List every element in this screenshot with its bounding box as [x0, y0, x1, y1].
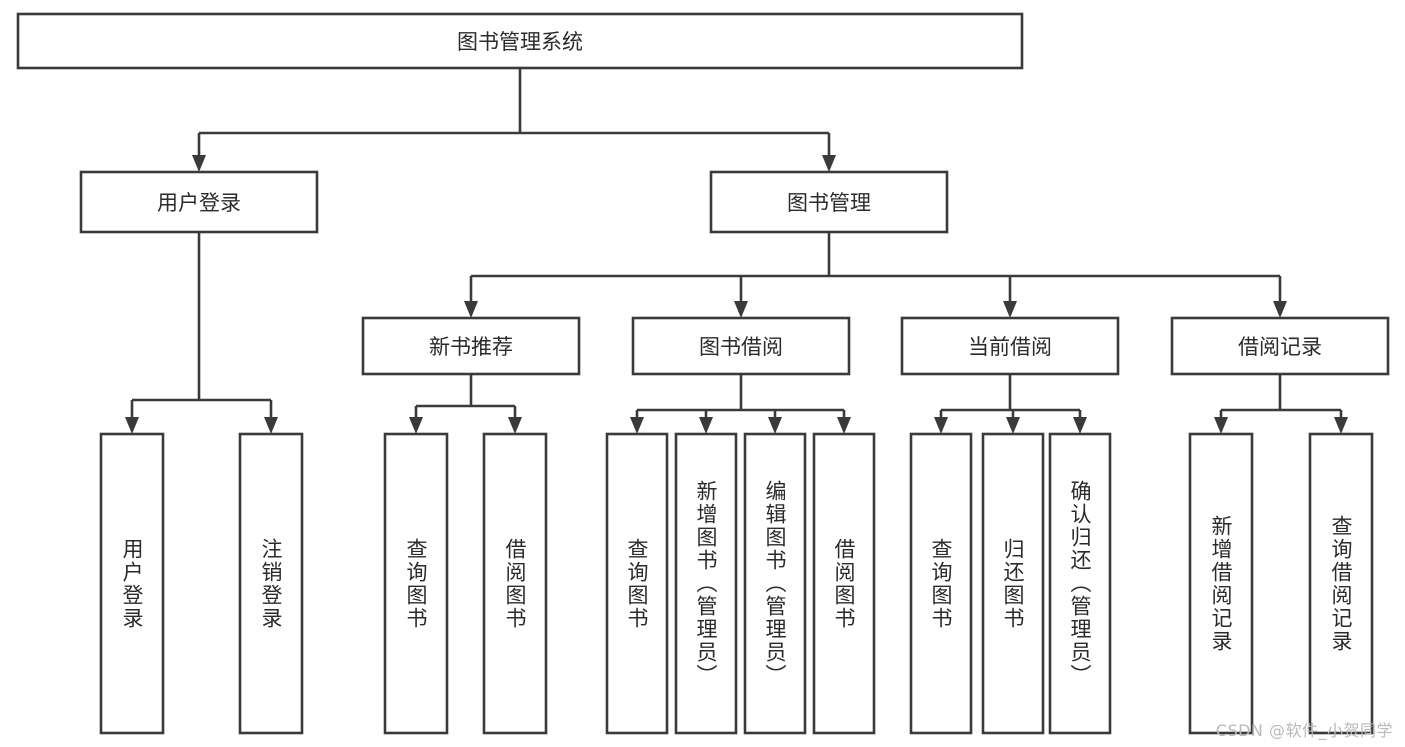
arrow-head-icon	[837, 417, 851, 434]
node-label-root: 图书管理系统	[457, 30, 583, 54]
arrow-head-icon	[934, 417, 948, 434]
leaf-box-3	[482, 432, 548, 735]
arrow-head-icon	[409, 417, 423, 434]
arrow-head-icon	[1006, 417, 1020, 434]
leaf-box-0	[99, 432, 165, 735]
leaf-box-1	[238, 432, 304, 735]
leaf-box-5	[674, 432, 738, 735]
node-box-level2-0	[79, 170, 319, 234]
connector-layer	[125, 68, 1348, 434]
leaf-box-7	[812, 432, 876, 735]
leaf-box-2	[383, 432, 449, 735]
arrow-head-icon	[464, 301, 478, 318]
node-box-level3-3	[1170, 316, 1390, 376]
arrow-head-icon	[1073, 417, 1087, 434]
arrow-head-icon	[1214, 417, 1228, 434]
leaf-box-10	[1048, 432, 1112, 735]
node-label-level2-1: 图书管理	[787, 191, 871, 215]
node-box-layer	[16, 12, 1390, 735]
leaf-box-11	[1188, 432, 1254, 735]
arrow-head-icon	[508, 417, 522, 434]
arrow-head-icon	[630, 417, 644, 434]
node-box-level3-0	[361, 316, 581, 376]
arrow-head-icon	[264, 417, 278, 434]
node-box-level2-1	[709, 170, 949, 234]
node-label-level3-2: 当前借阅	[968, 335, 1052, 359]
arrow-head-icon	[1334, 417, 1348, 434]
node-label-level3-1: 图书借阅	[699, 335, 783, 359]
node-label-level2-0: 用户登录	[157, 191, 241, 215]
node-box-level3-1	[631, 316, 851, 376]
watermark: CSDN @软件_小贺同学	[1215, 721, 1393, 740]
node-label-level3-3: 借阅记录	[1238, 335, 1322, 359]
node-box-root	[16, 12, 1024, 70]
leaf-box-6	[743, 432, 807, 735]
arrow-head-icon	[125, 417, 139, 434]
arrow-head-icon	[1003, 301, 1017, 318]
arrow-head-icon	[768, 417, 782, 434]
leaf-box-9	[981, 432, 1045, 735]
leaf-box-12	[1308, 432, 1374, 735]
arrow-head-icon	[699, 417, 713, 434]
arrow-head-icon	[734, 301, 748, 318]
node-label-level3-0: 新书推荐	[429, 335, 513, 359]
arrow-head-icon	[1273, 301, 1287, 318]
leaf-box-8	[909, 432, 973, 735]
arrow-head-icon	[192, 155, 206, 172]
arrow-head-icon	[822, 155, 836, 172]
node-box-level3-2	[900, 316, 1120, 376]
leaf-box-4	[605, 432, 669, 735]
